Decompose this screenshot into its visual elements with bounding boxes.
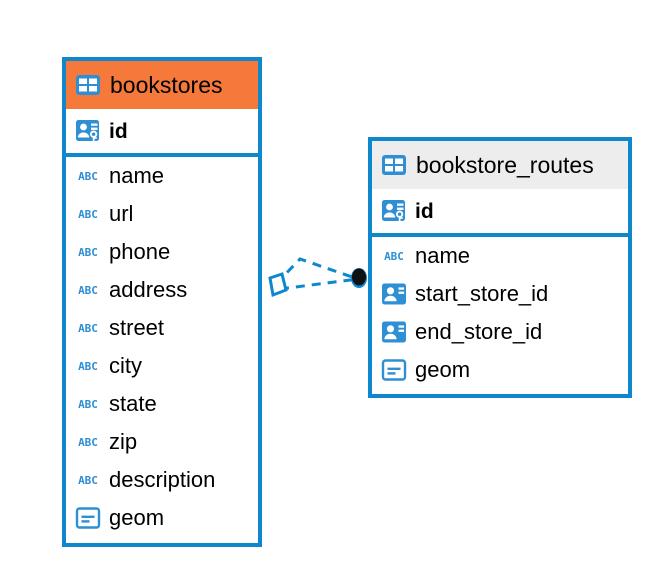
abc-glyph-text: ABC [78,359,98,373]
primary-key-section-bookstores: id [66,109,258,157]
geometry-icon [381,358,407,382]
primary-key-icon [75,118,101,144]
abc-glyph-text: ABC [78,169,98,183]
abc-glyph-text: ABC [78,435,98,449]
field-label-id: id [415,199,434,223]
primary-key-section-bookstore-routes: id [372,189,628,237]
entity-title-bookstores: bookstores [110,71,223,98]
field-label-geom: geom [415,357,471,382]
field-row-city[interactable]: ABC city [66,347,258,385]
foreign-key-icon [381,282,407,306]
abc-string-icon: ABC [75,321,101,335]
abc-glyph-text: ABC [78,473,98,487]
table-icon [75,74,101,96]
field-row-name[interactable]: ABC name [66,157,258,195]
field-label-description: description [109,467,216,492]
entity-header-bookstore-routes[interactable]: bookstore_routes [372,141,628,189]
foreign-key-icon [381,320,407,344]
field-label-name: name [109,163,165,188]
field-row-street[interactable]: ABC street [66,309,258,347]
field-label-start-store-id: start_store_id [415,281,549,306]
abc-string-icon: ABC [75,435,101,449]
field-row-id[interactable]: id [372,189,628,233]
fields-section-bookstores: ABC name ABC url ABC phone ABC [66,157,258,537]
field-label-id: id [109,119,128,143]
geometry-icon [75,506,101,530]
abc-string-icon: ABC [75,359,101,373]
entity-table-bookstore-routes[interactable]: bookstore_routes id [368,137,632,398]
field-label-zip: zip [109,429,138,454]
abc-glyph-text: ABC [78,321,98,335]
field-label-address: address [109,277,188,302]
primary-key-icon [381,198,407,224]
field-row-geom[interactable]: geom [372,351,628,389]
abc-string-icon: ABC [75,169,101,183]
field-row-state[interactable]: ABC state [66,385,258,423]
abc-string-icon: ABC [381,249,407,263]
field-row-geom[interactable]: geom [66,499,258,537]
abc-string-icon: ABC [75,473,101,487]
abc-string-icon: ABC [75,245,101,259]
abc-glyph-text: ABC [78,283,98,297]
abc-string-icon: ABC [75,207,101,221]
field-label-phone: phone [109,239,171,264]
field-label-street: street [109,315,165,340]
endpoint-dot-icon [352,268,366,286]
abc-glyph-text: ABC [384,249,404,263]
field-row-address[interactable]: ABC address [66,271,258,309]
field-row-start-store-id[interactable]: start_store_id [372,275,628,313]
entity-table-bookstores[interactable]: bookstores id [62,57,262,547]
field-row-zip[interactable]: ABC zip [66,423,258,461]
field-label-geom: geom [109,505,165,530]
fields-section-bookstore-routes: ABC name start_store_id [372,237,628,389]
relationship-line-upper [274,257,359,286]
entity-header-bookstores[interactable]: bookstores [66,61,258,109]
field-label-city: city [109,353,142,378]
abc-string-icon: ABC [75,283,101,297]
abc-glyph-text: ABC [78,397,98,411]
abc-glyph-text: ABC [78,207,98,221]
field-row-description[interactable]: ABC description [66,461,258,499]
abc-glyph-text: ABC [78,245,98,259]
field-row-name[interactable]: ABC name [372,237,628,275]
abc-string-icon: ABC [75,397,101,411]
rhombus-icon [268,272,288,298]
table-icon [381,154,407,176]
field-row-phone[interactable]: ABC phone [66,233,258,271]
relationship-connector[interactable] [258,248,374,310]
field-label-end-store-id: end_store_id [415,319,543,344]
field-row-url[interactable]: ABC url [66,195,258,233]
field-row-id[interactable]: id [66,109,258,153]
field-label-name: name [415,243,471,268]
entity-title-bookstore-routes: bookstore_routes [416,151,594,178]
field-row-end-store-id[interactable]: end_store_id [372,313,628,351]
field-label-state: state [109,391,157,416]
field-label-url: url [109,201,134,226]
relationship-line-lower [279,277,359,291]
